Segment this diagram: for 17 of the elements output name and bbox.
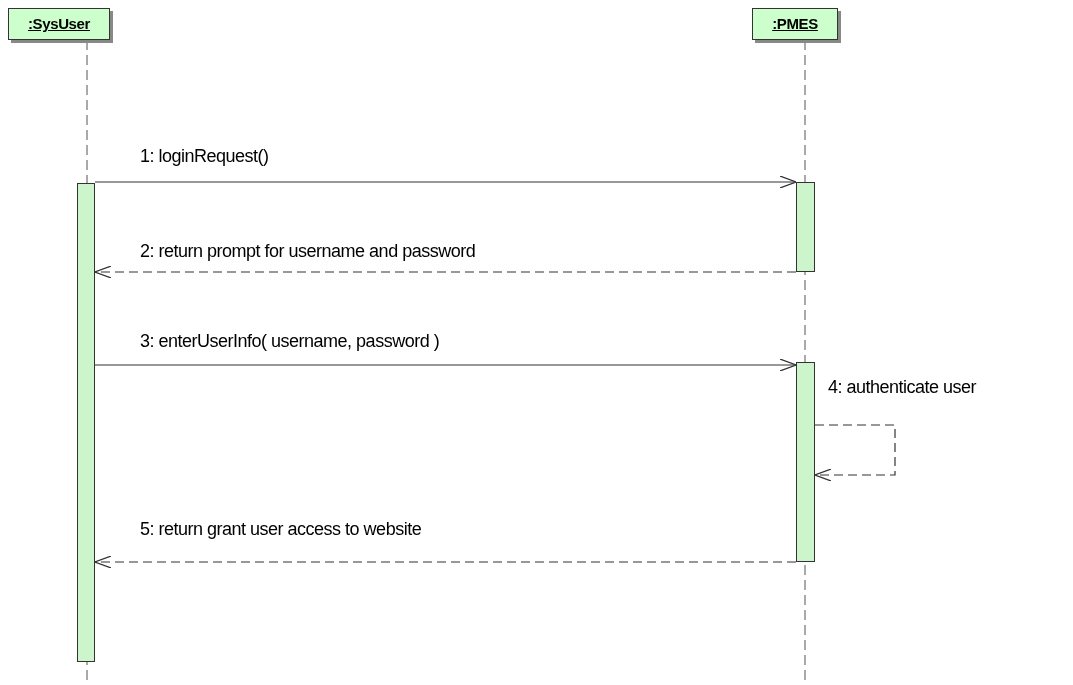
- activation-bar: [796, 182, 815, 272]
- message-arrow: [814, 424, 896, 482]
- message-label: 2: return prompt for username and password: [140, 240, 476, 263]
- message-arrow: [94, 358, 797, 372]
- lifeline-header-box: [8, 8, 110, 40]
- lifeline-header-box: [752, 8, 838, 40]
- object-name: :PMES: [772, 13, 818, 34]
- message-label: 1: loginRequest(): [140, 145, 269, 168]
- message-arrow: [94, 555, 797, 569]
- activation-bar: [77, 183, 95, 662]
- message-label: 5: return grant user access to website: [140, 518, 422, 541]
- activation-bar: [796, 362, 815, 562]
- message-label: 3: enterUserInfo( username, password ): [140, 330, 440, 353]
- message-arrow: [94, 265, 797, 279]
- object-name: :SysUser: [27, 13, 90, 34]
- message-label: 4: authenticate user: [828, 376, 977, 399]
- message-arrow: [94, 175, 797, 189]
